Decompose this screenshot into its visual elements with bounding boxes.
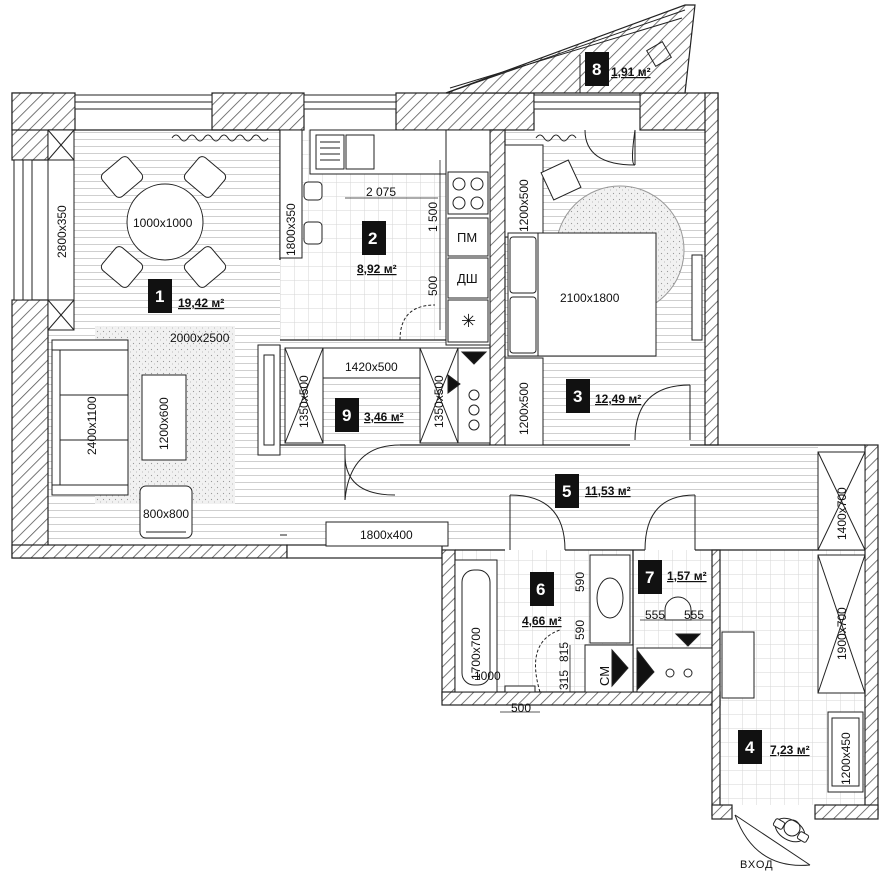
room-badge-6: 6 4,66 м² bbox=[522, 572, 562, 628]
bath-dim-1000: 1000 bbox=[474, 669, 501, 683]
room-area: 12,49 м² bbox=[595, 392, 641, 406]
coffee-table-label: 1200x600 bbox=[157, 397, 171, 450]
living-wardrobe-label: 2800x350 bbox=[55, 205, 69, 258]
room-area: 8,92 м² bbox=[357, 262, 397, 276]
person-entering-icon bbox=[772, 817, 810, 843]
bedroom-mirror bbox=[691, 254, 703, 341]
dishwasher-label: ДШ bbox=[457, 271, 478, 286]
balcony bbox=[445, 9, 686, 94]
windows bbox=[13, 94, 641, 301]
room-area: 3,46 м² bbox=[364, 410, 404, 424]
room-number: 2 bbox=[368, 229, 377, 248]
coffee-table bbox=[141, 374, 187, 461]
room-badge-2: 2 8,92 м² bbox=[357, 221, 397, 276]
entry-cabinet-label: 1200x450 bbox=[839, 732, 853, 785]
room-area: 4,66 м² bbox=[522, 614, 562, 628]
room-area: 7,23 м² bbox=[770, 743, 810, 757]
room-number: 6 bbox=[536, 580, 545, 599]
room-area: 1,57 м² bbox=[667, 569, 707, 583]
room-area: 1,91 м² bbox=[611, 65, 651, 79]
kitchen-width-label: 2 075 bbox=[366, 185, 396, 199]
wc-dim-left: 555 bbox=[645, 608, 665, 622]
wc-dim-right: 555 bbox=[684, 608, 704, 622]
fridge-box bbox=[447, 299, 489, 343]
room-badge-5: 5 11,53 м² bbox=[555, 474, 631, 508]
living-wardrobe bbox=[47, 129, 75, 331]
rug-label: 2000x2500 bbox=[170, 331, 230, 345]
dishwasher-top-label: ПМ bbox=[457, 230, 477, 245]
washing-machine-label: СМ bbox=[597, 666, 612, 686]
room-badges: 1 19,42 м² 2 8,92 м² 3 12,49 м² 4 7,23 м… bbox=[148, 52, 810, 764]
bath-dim-815: 815 bbox=[557, 642, 571, 662]
kitchen-counter-label: 1800x350 bbox=[284, 203, 298, 256]
room-number: 7 bbox=[645, 568, 654, 587]
dining-table-label: 1000x1000 bbox=[133, 216, 193, 230]
entry-cabinet bbox=[827, 711, 864, 793]
corridor-doors bbox=[509, 451, 866, 694]
room-badge-1: 1 19,42 м² bbox=[148, 279, 224, 313]
room-badge-7: 7 1,57 м² bbox=[638, 560, 707, 594]
kitchen-height-bottom-label: 500 bbox=[426, 276, 440, 296]
bath-dim-top: 590 bbox=[573, 572, 587, 592]
tv-console-label: 1800x400 bbox=[360, 528, 413, 542]
armchair-label: 800x800 bbox=[143, 507, 189, 521]
bedroom-desk-label: 1200x500 bbox=[517, 179, 531, 232]
room-number: 9 bbox=[342, 406, 351, 425]
bathtub-label: 1700x700 bbox=[469, 627, 483, 680]
room-area: 19,42 м² bbox=[178, 296, 224, 310]
bath-dim-mid: 590 bbox=[573, 620, 587, 640]
bedroom-furniture bbox=[504, 129, 703, 446]
room-area: 11,53 м² bbox=[585, 484, 631, 498]
hall-wardrobe-1-label: 1400x700 bbox=[835, 487, 849, 540]
fridge-label: ✳ bbox=[461, 311, 476, 331]
bedroom-wardrobe-label: 1200x500 bbox=[517, 382, 531, 435]
dining-table bbox=[126, 183, 204, 261]
entry bbox=[721, 631, 864, 866]
dishwasher-top-box bbox=[447, 217, 489, 257]
closet-shelf-right-label: 1350x500 bbox=[432, 375, 446, 428]
bathroom bbox=[454, 554, 634, 713]
bedroom-wardrobe bbox=[504, 357, 544, 446]
room-badge-8: 8 1,91 м² bbox=[585, 52, 651, 86]
dishwasher-box bbox=[447, 257, 489, 299]
room-badge-4: 4 7,23 м² bbox=[738, 730, 810, 764]
room-number: 8 bbox=[592, 60, 601, 79]
kitchen-height-top-label: 1 500 bbox=[426, 202, 440, 232]
room-number: 4 bbox=[745, 738, 755, 757]
sink-icon bbox=[315, 134, 345, 170]
tv-console bbox=[325, 521, 449, 547]
entry-bench bbox=[721, 631, 755, 699]
sofa-label: 2400x1100 bbox=[85, 396, 99, 455]
toilet-icon bbox=[664, 596, 692, 621]
dining-chair-icon bbox=[100, 156, 227, 288]
kitchen bbox=[279, 129, 491, 346]
room-number: 3 bbox=[573, 387, 582, 406]
room-number: 1 bbox=[155, 287, 164, 306]
labels: 1000x1000 2800x350 2000x2500 2400x1100 1… bbox=[55, 179, 853, 871]
entrance-label: ВХОД bbox=[740, 859, 774, 871]
closet-shelf-left-label: 1350x500 bbox=[297, 375, 311, 428]
wc bbox=[636, 596, 713, 693]
curtains bbox=[171, 134, 577, 142]
room-number: 5 bbox=[562, 482, 571, 501]
kitchen-side-counter bbox=[279, 129, 303, 259]
bed-label: 2100x1800 bbox=[560, 291, 620, 305]
desk-chair-icon bbox=[540, 159, 582, 201]
armchair bbox=[139, 485, 193, 539]
room-badge-9: 9 3,46 м² bbox=[335, 398, 404, 432]
living-furniture bbox=[47, 129, 449, 547]
bath-dim-500: 500 bbox=[511, 701, 531, 715]
stove-icon bbox=[447, 171, 489, 215]
bedroom-desk bbox=[504, 144, 544, 238]
balcony-chair-icon bbox=[646, 41, 672, 67]
room-badge-3: 3 12,49 м² bbox=[566, 379, 641, 413]
hall-wardrobe-2-label: 1900x700 bbox=[835, 607, 849, 660]
walls bbox=[11, 4, 879, 820]
bath-dim-315: 315 bbox=[557, 670, 571, 690]
closet-shelf-top-label: 1420x500 bbox=[345, 360, 398, 374]
closet bbox=[257, 344, 491, 501]
